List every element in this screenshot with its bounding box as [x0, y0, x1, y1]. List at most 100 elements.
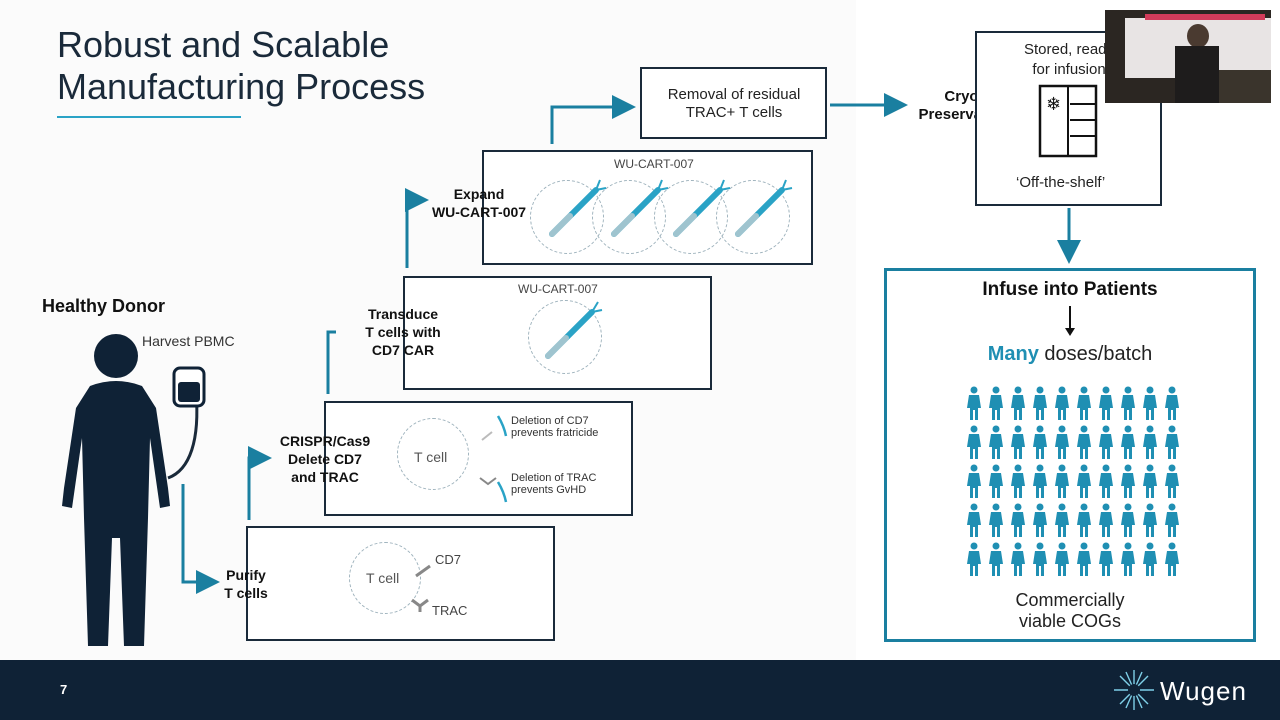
transduce-product-label: WU-CART-007	[518, 282, 598, 296]
removal-label: Removal of residual TRAC+ T cells	[667, 86, 801, 121]
patient-figures-icon	[967, 386, 1179, 576]
crispr-note-cd7: Deletion of CD7 prevents fratricide	[511, 415, 599, 439]
storage-caption: Stored, ready for infusion	[1023, 41, 1115, 78]
patient-figure-icon	[1099, 425, 1113, 459]
patient-figure-icon	[967, 542, 981, 576]
trac-label: TRAC	[432, 603, 468, 618]
expand-label: Expand WU-CART-007	[431, 186, 527, 220]
purify-cell-circle	[349, 542, 421, 614]
many-emphasis: Many	[987, 343, 1039, 365]
patient-figure-icon	[1011, 425, 1025, 459]
transduce-label: Transduce T cells with CD7 CAR	[365, 306, 441, 358]
doses-per-batch: Many doses/batch	[884, 343, 1256, 366]
patient-figure-icon	[1099, 542, 1113, 576]
patient-figure-icon	[1143, 503, 1157, 537]
title-line-1: Robust and Scalable	[57, 24, 390, 65]
patient-figure-icon	[1077, 386, 1091, 420]
speaker-head	[1187, 24, 1209, 48]
patient-figure-icon	[1011, 542, 1025, 576]
title-line-2: Manufacturing Process	[57, 66, 426, 107]
patient-figure-icon	[967, 464, 981, 498]
patient-figure-icon	[1121, 503, 1135, 537]
crispr-box	[324, 401, 633, 516]
slide-title: Robust and Scalable Manufacturing Proces…	[57, 24, 425, 108]
crispr-cell-label: T cell	[414, 449, 448, 465]
patient-figure-icon	[967, 386, 981, 420]
patients-grid	[964, 386, 1186, 586]
patient-figure-icon	[1143, 386, 1157, 420]
freezer-icon: ❄	[1038, 84, 1098, 158]
crispr-note-trac: Deletion of TRAC prevents GvHD	[511, 472, 597, 496]
cd7-label: CD7	[435, 552, 462, 567]
patient-figure-icon	[989, 503, 1003, 537]
crispr-cell-circle	[397, 418, 469, 490]
car-cells-icon	[549, 179, 793, 237]
patient-figure-icon	[989, 542, 1003, 576]
patient-figure-icon	[989, 425, 1003, 459]
purify-label: Purify T cells	[224, 567, 268, 601]
patient-figure-icon	[1165, 542, 1179, 576]
page-number: 7	[60, 682, 68, 697]
patient-figure-icon	[967, 503, 981, 537]
slide-footer	[0, 660, 1280, 720]
removal-box	[640, 67, 827, 139]
patient-figure-icon	[1143, 464, 1157, 498]
patient-figure-icon	[1165, 386, 1179, 420]
patient-figure-icon	[1055, 542, 1069, 576]
infuse-title: Infuse into Patients	[982, 279, 1158, 300]
patient-figure-icon	[1077, 464, 1091, 498]
expand-cell-circle-4	[716, 180, 790, 254]
patient-figure-icon	[989, 464, 1003, 498]
patient-figure-icon	[1055, 464, 1069, 498]
patient-figure-icon	[1121, 425, 1135, 459]
deletion-marks-icon	[479, 415, 508, 503]
patient-figure-icon	[1143, 425, 1157, 459]
patient-figure-icon	[1033, 464, 1047, 498]
patient-figure-icon	[1055, 386, 1069, 420]
patient-figure-icon	[1143, 542, 1157, 576]
doses-text: doses/batch	[1038, 343, 1153, 365]
speaker-body	[1175, 46, 1219, 103]
patient-figure-icon	[1055, 425, 1069, 459]
patient-figure-icon	[1011, 464, 1025, 498]
patient-figure-icon	[1033, 386, 1047, 420]
car-cell-icon	[545, 301, 603, 359]
crispr-label: CRISPR/Cas9 Delete CD7 and TRAC	[279, 433, 371, 485]
patient-figure-icon	[1077, 503, 1091, 537]
patient-figure-icon	[1121, 464, 1135, 498]
speaker-video-thumbnail[interactable]	[1105, 10, 1271, 103]
patient-figure-icon	[1099, 386, 1113, 420]
patient-figure-icon	[1033, 542, 1047, 576]
transduce-cell-circle	[528, 300, 602, 374]
patient-figure-icon	[1121, 386, 1135, 420]
title-underline	[57, 116, 241, 118]
patient-figure-icon	[1099, 503, 1113, 537]
donor-figure-icon	[62, 334, 170, 646]
cogs-label: Commercially viable COGs	[1015, 590, 1125, 631]
purify-cell-label: T cell	[366, 570, 400, 586]
svg-text:❄: ❄	[1046, 94, 1061, 115]
patient-figure-icon	[1165, 425, 1179, 459]
patient-figure-icon	[1011, 386, 1025, 420]
patient-figure-icon	[1099, 464, 1113, 498]
patient-figure-icon	[1165, 464, 1179, 498]
patient-figure-icon	[1165, 503, 1179, 537]
wugen-logo-text: Wugen	[1160, 676, 1247, 706]
patient-figure-icon	[1033, 425, 1047, 459]
off-the-shelf-label: ‘Off-the-shelf’	[1016, 174, 1106, 191]
down-arrow-icon	[1065, 306, 1075, 336]
donor-title: Healthy Donor	[42, 296, 166, 316]
blood-bag-icon	[172, 366, 206, 408]
patient-figure-icon	[967, 425, 981, 459]
wugen-starburst-icon	[1114, 670, 1154, 710]
patient-figure-icon	[989, 386, 1003, 420]
patient-figure-icon	[1121, 542, 1135, 576]
video-banner	[1145, 14, 1265, 20]
patient-figure-icon	[1011, 503, 1025, 537]
receptor-icons	[411, 564, 431, 612]
patient-figure-icon	[1033, 503, 1047, 537]
patient-figure-icon	[1077, 542, 1091, 576]
expand-product-label: WU-CART-007	[614, 157, 694, 171]
patient-figure-icon	[1077, 425, 1091, 459]
patient-figure-icon	[1055, 503, 1069, 537]
